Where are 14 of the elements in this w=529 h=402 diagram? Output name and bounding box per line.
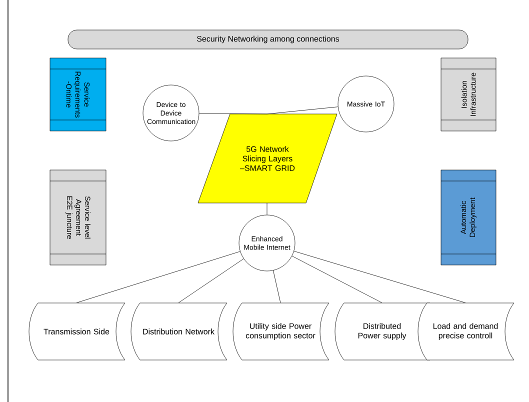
connector-line: [292, 256, 382, 303]
connector-line: [294, 250, 466, 303]
connector-line: [199, 113, 268, 114]
connector-line: [266, 202, 268, 215]
connector-line: [178, 258, 244, 303]
connector-line: [273, 270, 281, 303]
tape-box: Utility side Power consumption sector: [232, 302, 330, 360]
tape-box: Transmission Side: [28, 302, 126, 360]
tape-box: Load and demand precise controll: [418, 302, 514, 360]
connector-line: [266, 106, 338, 114]
title-band: Security Networking among connections: [68, 30, 468, 50]
parallelogram-node: 5G Network Slicing Layers –SMART GRID: [198, 114, 338, 204]
tape-box: Distribution Network: [130, 302, 228, 360]
connector-line: [76, 251, 240, 303]
